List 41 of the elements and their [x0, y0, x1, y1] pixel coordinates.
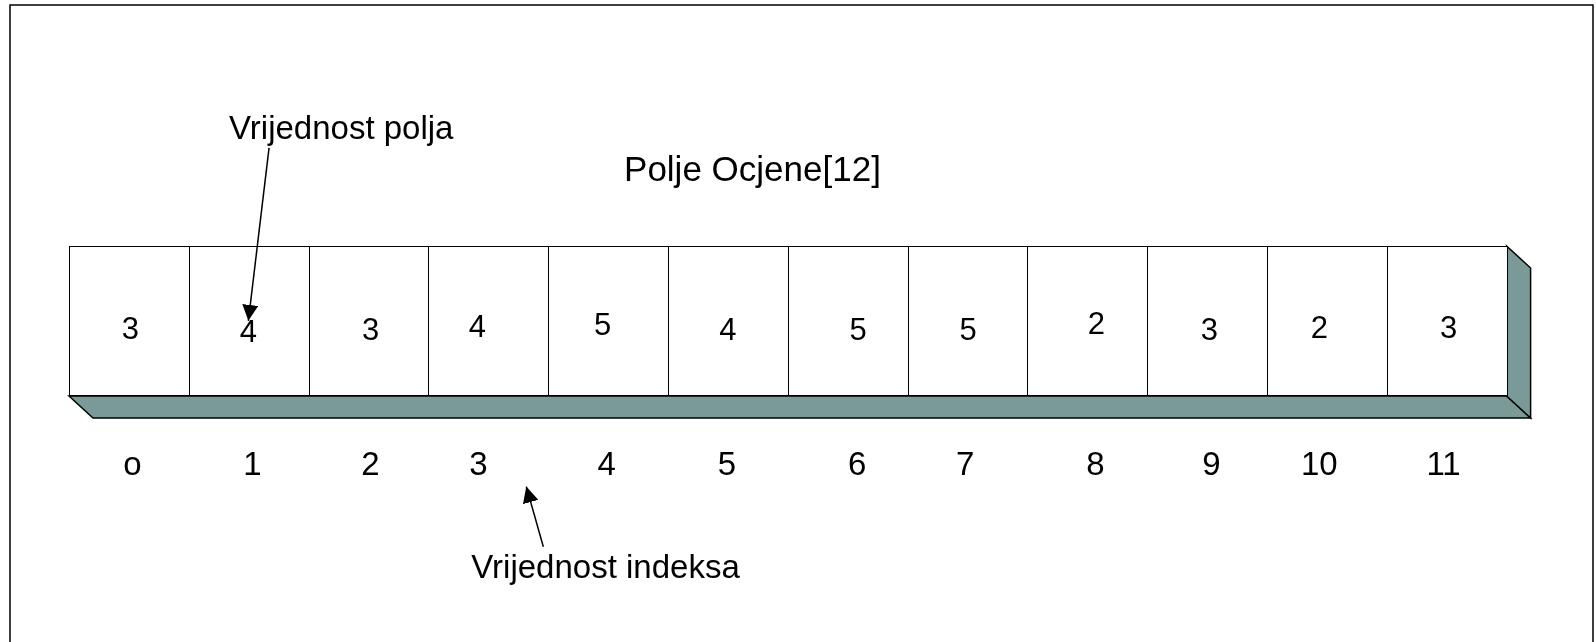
annotation-text: Vrijednost polja — [229, 109, 454, 146]
cell-value: 5 — [959, 314, 977, 345]
array-cell — [308, 246, 430, 396]
index-number: 1 — [243, 446, 262, 483]
index-number: 8 — [1086, 446, 1105, 483]
cell-value: 4 — [719, 314, 737, 345]
cell-value: 3 — [121, 313, 139, 344]
array-cell — [548, 246, 669, 396]
index-number: 3 — [469, 446, 488, 483]
index-number: o — [123, 446, 142, 483]
cell-value: 5 — [594, 309, 612, 340]
cell-value: 3 — [1200, 314, 1218, 345]
index-number: 9 — [1202, 446, 1221, 483]
array-cell — [907, 246, 1029, 396]
annotation-text: Vrijednost indeksa — [471, 548, 740, 585]
array-cell — [1027, 246, 1149, 396]
cell-value: 5 — [849, 314, 867, 345]
index-number: 6 — [847, 446, 867, 483]
index-number: 5 — [717, 446, 736, 483]
index-number: 2 — [361, 446, 380, 483]
array-cell — [1267, 246, 1388, 396]
index-number: 4 — [597, 446, 616, 483]
array-cell — [668, 246, 789, 396]
cell-value: 4 — [468, 311, 487, 342]
array-cell — [69, 246, 190, 396]
array-title: Polje Ocjene[12] — [624, 150, 881, 187]
cell-value: 2 — [1087, 308, 1105, 339]
cell-value: 4 — [239, 316, 257, 347]
array-cell — [1147, 246, 1268, 396]
leader-arrow — [522, 485, 545, 548]
index-number: 11 — [1426, 446, 1461, 483]
array-cell — [188, 246, 310, 396]
cell-value: 3 — [1439, 312, 1458, 343]
index-number: 7 — [955, 446, 975, 483]
array-cell — [428, 246, 550, 396]
cell-value: 2 — [1310, 312, 1328, 343]
array-cell — [787, 246, 909, 396]
leader-arrow — [242, 147, 270, 322]
index-number: 10 — [1300, 446, 1338, 483]
array-cell — [1386, 246, 1508, 396]
cell-value: 3 — [361, 314, 380, 345]
